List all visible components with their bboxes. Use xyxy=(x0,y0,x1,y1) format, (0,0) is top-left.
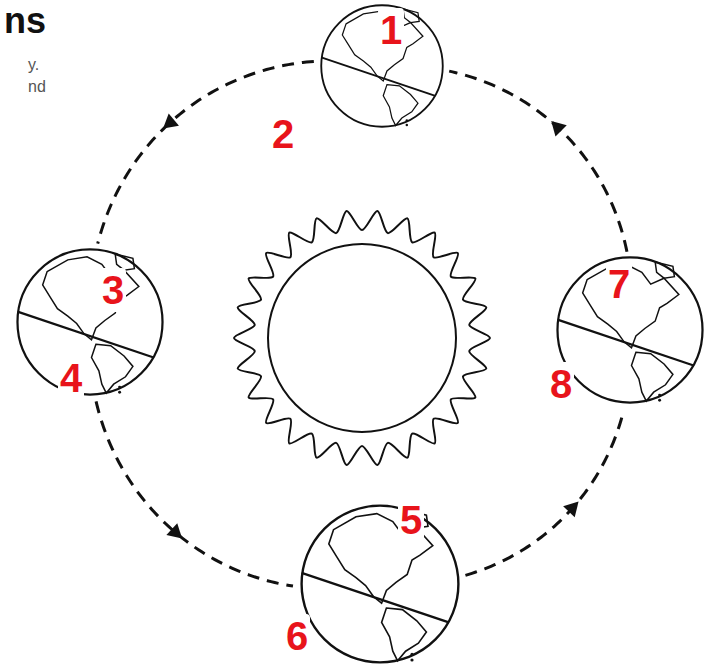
orbit-arc xyxy=(449,71,627,252)
orbit-arrowhead xyxy=(551,121,567,137)
orbit-arc xyxy=(465,410,623,575)
orbit-arc xyxy=(96,401,293,586)
callout-number: 3 xyxy=(100,268,126,312)
orbit-arrowhead xyxy=(166,523,182,538)
orbit-arrowhead xyxy=(563,502,578,518)
callout-number: 7 xyxy=(606,262,632,306)
text-fragment: nd xyxy=(28,78,46,96)
earth-illustration xyxy=(16,248,164,396)
orbit-path xyxy=(449,71,627,252)
orbit-path xyxy=(96,401,293,586)
sun-rays xyxy=(234,211,490,465)
callout-number: 1 xyxy=(378,8,404,52)
callout-number: 2 xyxy=(270,112,296,156)
callout-number: 6 xyxy=(284,614,310,658)
callout-number: 5 xyxy=(398,498,424,542)
orbit-path xyxy=(98,61,314,243)
sun-disc xyxy=(268,244,456,432)
earth-globe: 34 xyxy=(16,248,164,396)
orbit-arrowhead xyxy=(163,113,179,128)
callout-number: 8 xyxy=(548,362,574,406)
text-fragment: y. xyxy=(28,56,39,74)
callout-number: 4 xyxy=(58,356,84,400)
earth-globe: 78 xyxy=(556,256,704,404)
orbit-arc xyxy=(98,61,314,243)
orbit-path xyxy=(465,410,623,575)
heading-fragment: ns xyxy=(4,0,46,42)
earth-illustration xyxy=(300,504,460,664)
earth-globe: 12 xyxy=(320,4,444,128)
earth-globe: 56 xyxy=(300,504,460,664)
